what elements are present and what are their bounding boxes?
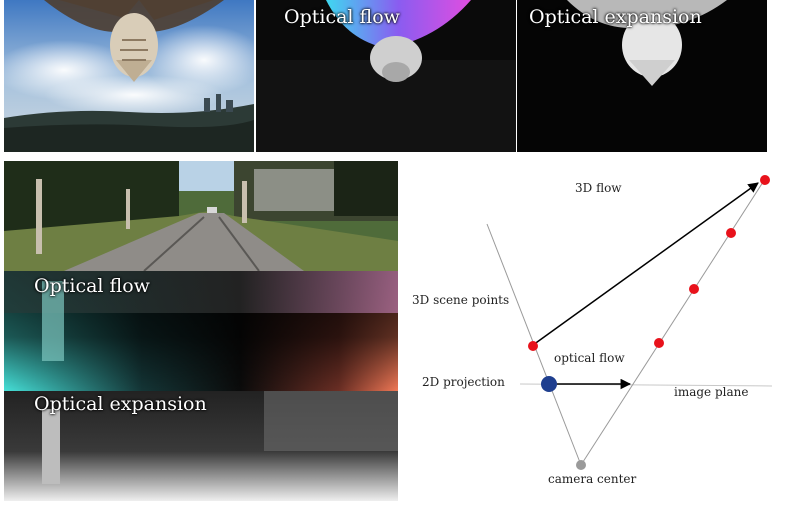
label-camera-center: camera center xyxy=(548,472,637,486)
bird-photo xyxy=(4,0,254,152)
scene-point xyxy=(760,175,770,185)
label-optical-flow: optical flow xyxy=(554,351,625,365)
left-optical-flow-panel: Optical flow xyxy=(4,271,398,391)
top-optical-flow-caption: Optical flow xyxy=(284,6,400,28)
flow-3d-arrow xyxy=(532,182,759,346)
street-photo xyxy=(4,161,398,271)
left-optical-expansion-caption: Optical expansion xyxy=(34,393,207,415)
label-2d-projection: 2D projection xyxy=(422,375,505,389)
projection-point xyxy=(541,376,557,392)
camera-center-point xyxy=(576,460,586,470)
left-optical-flow-caption: Optical flow xyxy=(34,275,150,297)
projection-diagram: 3D flow 3D scene points optical flow 2D … xyxy=(412,175,773,486)
scene-point xyxy=(528,341,538,351)
scene-point xyxy=(726,228,736,238)
top-optical-expansion-panel: Optical expansion xyxy=(517,0,767,152)
scene-point xyxy=(654,338,664,348)
top-optical-flow-image xyxy=(256,0,516,152)
scene-point xyxy=(689,284,699,294)
label-3d-scene-points: 3D scene points xyxy=(412,293,509,307)
label-3d-flow: 3D flow xyxy=(575,181,622,195)
top-optical-expansion-image xyxy=(517,0,767,152)
top-optical-expansion-caption: Optical expansion xyxy=(529,6,702,28)
ray-right xyxy=(580,178,766,466)
street-photo-panel xyxy=(4,161,398,271)
bird-photo-panel xyxy=(4,0,254,152)
left-optical-expansion-image xyxy=(4,391,398,501)
left-optical-expansion-panel: Optical expansion xyxy=(4,391,398,501)
left-optical-flow-image xyxy=(4,271,398,391)
top-optical-flow-panel: Optical flow xyxy=(256,0,516,152)
label-image-plane: image plane xyxy=(674,385,748,399)
